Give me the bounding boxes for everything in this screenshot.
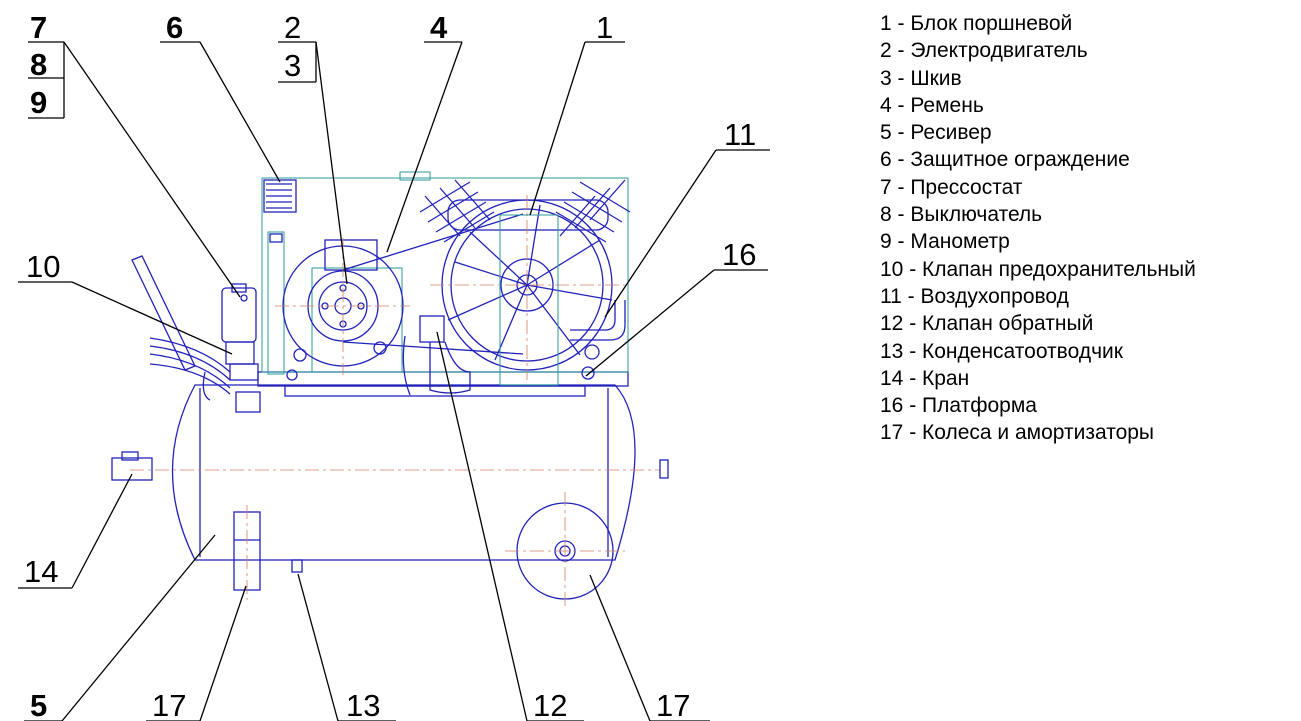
legend-item: 10 - Клапан предохранительный: [880, 257, 1196, 281]
callout-12: 12: [533, 688, 567, 721]
legend-item: 1 - Блок поршневой: [880, 12, 1073, 35]
callout-1: 1: [596, 10, 613, 45]
legend-item: 12 - Клапан обратный: [880, 312, 1094, 336]
safety-valve: [131, 255, 261, 413]
callout-8: 8: [30, 47, 47, 82]
callout-11: 11: [724, 117, 756, 152]
callout-13: 13: [346, 688, 380, 721]
compressor-drawing: 7 8 9 6 2 3 4 1 11 10 16 14 5 17 13 12 1…: [18, 10, 770, 721]
wheel: [505, 492, 625, 610]
callout-3: 3: [284, 48, 301, 83]
legend-item: 2 - Электродвигатель: [880, 39, 1088, 63]
legend-item: 4 - Ремень: [880, 93, 984, 117]
belt: [342, 213, 524, 355]
legend-item: 11 - Воздухопровод: [880, 284, 1069, 308]
leader-lines: [18, 41, 770, 721]
legend-item: 14 - Кран: [880, 366, 970, 390]
legend-item: 9 - Манометр: [880, 230, 1010, 254]
gauge-column: [267, 231, 285, 375]
tap: [111, 451, 153, 481]
pressure-switch: [221, 283, 257, 343]
legend-item: 13 - Конденсатоотводчик: [880, 339, 1123, 363]
legend-item: 17 - Колеса и амортизаторы: [880, 421, 1155, 445]
protective-guard: [261, 171, 629, 373]
legend-item: 6 - Защитное ограждение: [880, 148, 1130, 172]
callout-10: 10: [26, 249, 60, 284]
callout-7: 7: [30, 10, 47, 45]
parts-legend: 1 - Блок поршневой 2 - Электродвигатель …: [880, 10, 1196, 447]
piston-block: [419, 179, 631, 386]
callout-9: 9: [30, 85, 47, 120]
callout-16: 16: [722, 237, 756, 272]
legend-item: 3 - Шкив: [880, 66, 962, 90]
support-foot: [233, 505, 261, 600]
callout-4: 4: [430, 10, 448, 45]
electric-motor: [275, 238, 410, 381]
air-pipe: [570, 300, 626, 380]
receiver-tank: [130, 384, 669, 573]
callout-14: 14: [24, 554, 58, 589]
callout-2: 2: [284, 10, 301, 45]
legend-item: 7 - Прессостат: [880, 175, 1023, 199]
callout-6: 6: [166, 10, 183, 45]
legend-item: 8 - Выключатель: [880, 203, 1043, 227]
callout-17-wheel: 17: [656, 688, 690, 721]
callout-17-foot: 17: [152, 688, 186, 721]
legend-item: 5 - Ресивер: [880, 121, 992, 145]
callout-5: 5: [30, 688, 47, 721]
check-valve: [402, 315, 471, 396]
legend-item: 16 - Платформа: [880, 394, 1037, 418]
